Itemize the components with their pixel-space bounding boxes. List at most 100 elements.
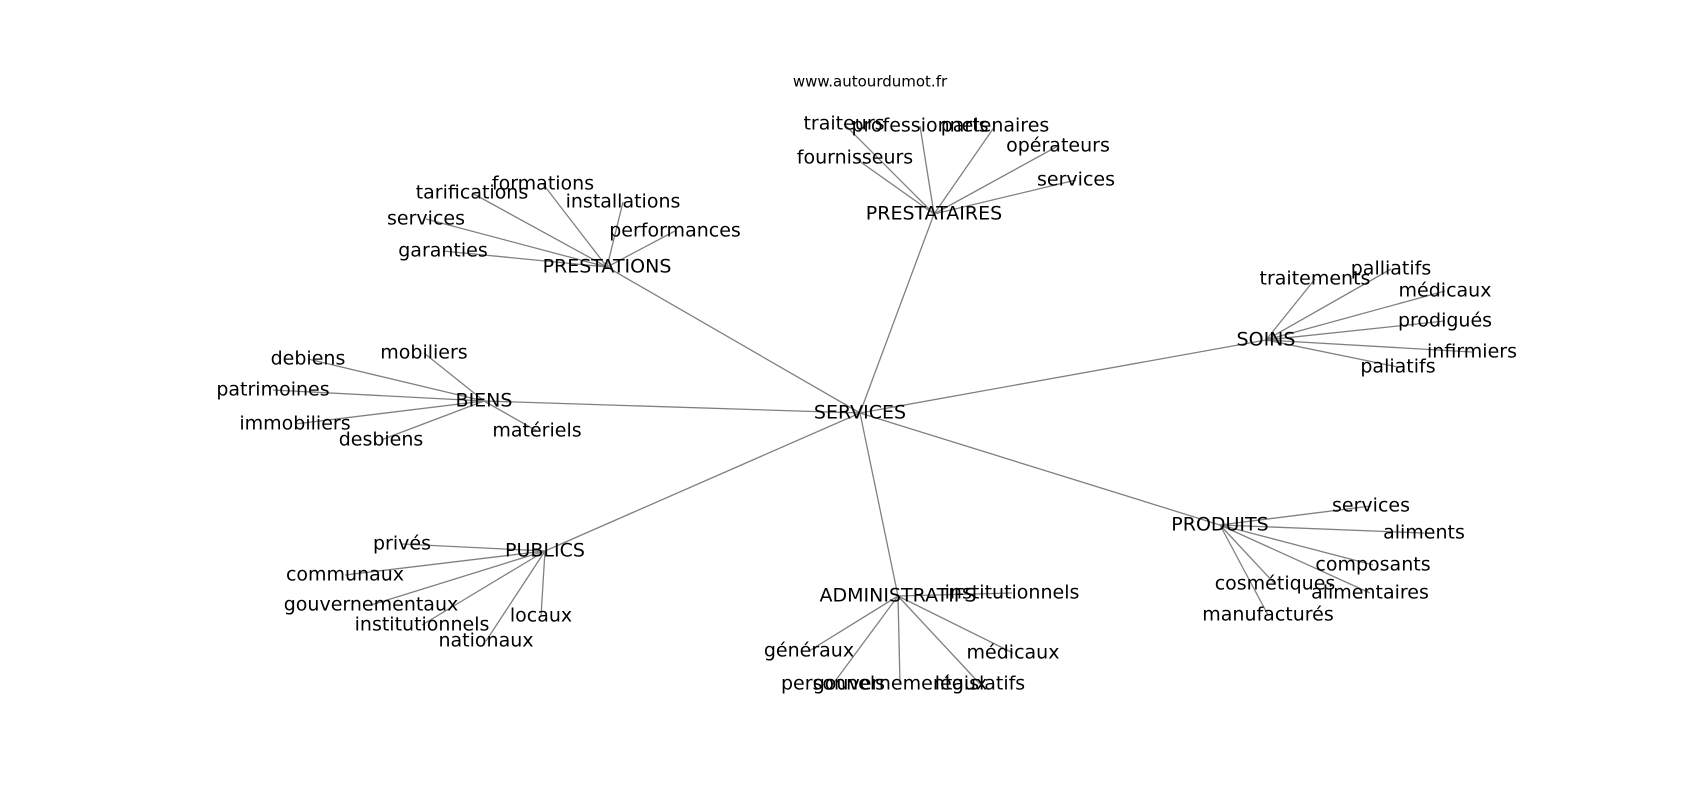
leaf-node: services	[387, 208, 465, 230]
leaf-node: professionnels	[851, 115, 988, 137]
edge-hub-leaf	[370, 550, 546, 606]
leaf-node: garanties	[398, 240, 488, 262]
leaf-node: debiens	[271, 348, 346, 370]
leaf-node: médicaux	[1399, 280, 1492, 302]
leaf-node: alimentaires	[1311, 582, 1429, 604]
edge-hub-leaf	[294, 400, 485, 425]
edge-hub-leaf	[843, 123, 935, 215]
edge-hub-leaf	[832, 595, 899, 685]
leaf-node: généraux	[764, 640, 854, 662]
leaf-node: infirmiers	[1427, 341, 1517, 363]
edge-hub-leaf	[606, 201, 624, 268]
edge-hub-leaf	[272, 389, 485, 402]
leaf-node: médicaux	[967, 642, 1060, 664]
edge-hub-leaf	[1219, 524, 1276, 585]
edge-hub-leaf	[1265, 339, 1473, 353]
edge-hub-leaf	[1219, 524, 1425, 534]
edge-hub-leaf	[933, 179, 1077, 215]
leaf-node: nationaux	[438, 630, 533, 652]
edge-hub-leaf	[471, 192, 608, 268]
leaf-node: palliatifs	[1351, 258, 1432, 280]
leaf-node: traiteurs	[803, 113, 884, 135]
edge-hub-leaf	[483, 400, 538, 432]
hub-node: PUBLICS	[505, 540, 585, 562]
edge-hub-leaf	[307, 358, 485, 402]
leaf-node: immobiliers	[239, 413, 350, 435]
edge-hub-leaf	[1219, 524, 1269, 616]
edge-root-hub	[859, 213, 935, 414]
hub-node: PRESTATAIRES	[866, 203, 1002, 225]
leaf-node: prodigués	[1398, 310, 1492, 332]
edge-hub-leaf	[1265, 278, 1316, 341]
leaf-node: desbiens	[339, 429, 424, 451]
edge-hub-leaf	[540, 550, 546, 617]
edge-hub-leaf	[1219, 505, 1372, 526]
leaf-node: privés	[373, 533, 431, 555]
edge-root-hub	[859, 412, 1221, 526]
leaf-node: législatifs	[935, 673, 1025, 695]
edge-hub-leaf	[933, 125, 996, 215]
source-label: www.autourdumot.fr	[793, 73, 948, 91]
leaf-node: manufacturés	[1202, 604, 1334, 626]
graph-labels: www.autourdumot.fr SERVICES PRESTATAIRES t…	[216, 73, 1517, 695]
leaf-node: formations	[492, 173, 594, 195]
leaf-node: tarifications	[416, 182, 529, 204]
leaf-node: gouvernementaux	[813, 673, 988, 695]
edge-hub-leaf	[606, 230, 676, 268]
leaf-node: paliatifs	[1360, 356, 1435, 378]
edge-hub-leaf	[854, 157, 935, 215]
edge-hub-leaf	[401, 543, 546, 552]
leaf-node: services	[1037, 169, 1115, 191]
hub-node: PRODUITS	[1171, 514, 1268, 536]
graph-edges	[272, 123, 1473, 685]
edge-root-hub	[606, 266, 861, 414]
leaf-node: aliments	[1383, 522, 1465, 544]
edge-hub-leaf	[1219, 524, 1371, 594]
edge-hub-leaf	[1219, 524, 1374, 566]
hub-node: PRESTATIONS	[543, 256, 672, 278]
leaf-node: traitements	[1260, 268, 1371, 290]
leaf-node: cosmétiques	[1215, 573, 1336, 595]
hub-node: SOINS	[1237, 329, 1296, 351]
edge-hub-leaf	[897, 595, 1014, 654]
edge-root-hub	[859, 412, 899, 597]
edge-root-hub	[483, 400, 861, 414]
edge-hub-leaf	[485, 550, 546, 642]
edge-hub-leaf	[808, 595, 899, 652]
leaf-node: mobiliers	[380, 342, 467, 364]
edge-hub-leaf	[421, 550, 546, 626]
edge-hub-leaf	[344, 550, 546, 576]
leaf-node: services	[1332, 495, 1410, 517]
leaf-node: installations	[566, 191, 681, 213]
leaf-node: composants	[1315, 554, 1430, 576]
edge-hub-leaf	[380, 400, 485, 441]
edge-hub-leaf	[442, 250, 608, 268]
edge-hub-leaf	[897, 595, 981, 685]
edge-hub-leaf	[542, 183, 608, 268]
leaf-node: performances	[609, 220, 741, 242]
edge-hub-leaf	[423, 352, 485, 402]
leaf-node: communaux	[286, 564, 404, 586]
leaf-node: opérateurs	[1006, 135, 1110, 157]
edge-root-hub	[544, 412, 861, 552]
edge-hub-leaf	[1265, 339, 1399, 368]
leaf-node: fournisseurs	[797, 147, 913, 169]
leaf-node: patrimoines	[216, 379, 329, 401]
edge-hub-leaf	[1265, 290, 1446, 341]
leaf-node: locaux	[510, 605, 572, 627]
leaf-node: institutionnels	[945, 582, 1080, 604]
root-node: SERVICES	[814, 402, 906, 424]
edge-hub-leaf	[933, 145, 1059, 215]
leaf-node: institutionnels	[355, 614, 490, 636]
edge-hub-leaf	[897, 592, 1013, 597]
leaf-node: gouvernementaux	[284, 594, 459, 616]
leaf-node: personnels	[781, 673, 885, 695]
edge-hub-leaf	[1265, 268, 1392, 341]
edge-hub-leaf	[1265, 320, 1446, 341]
leaf-node: partenaires	[941, 115, 1050, 137]
edge-hub-leaf	[425, 218, 608, 268]
edge-root-hub	[859, 339, 1267, 414]
edge-hub-leaf	[897, 595, 901, 685]
